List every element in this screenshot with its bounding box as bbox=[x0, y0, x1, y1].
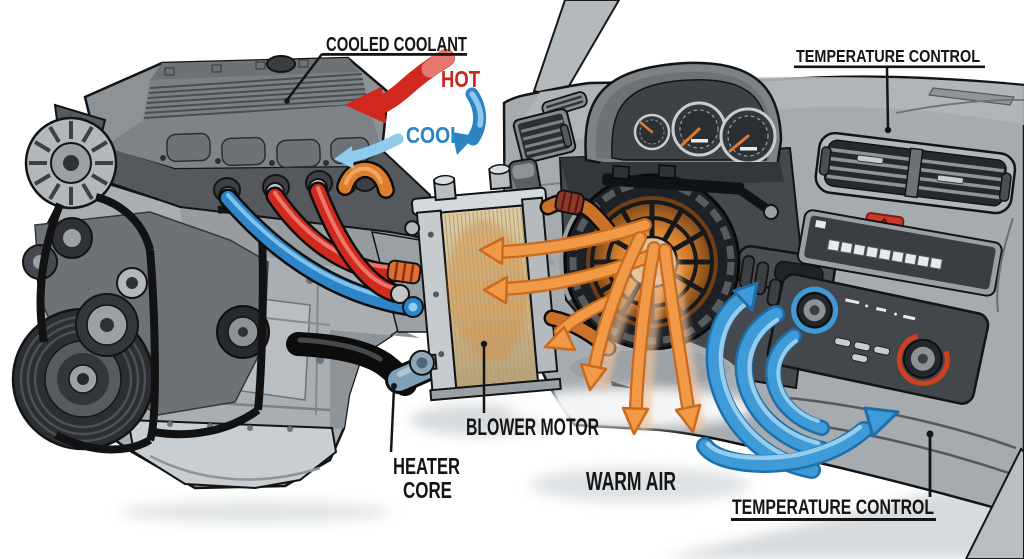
svg-text:COOLED COOLANT: COOLED COOLANT bbox=[326, 34, 467, 56]
svg-text:COOL: COOL bbox=[406, 122, 462, 148]
svg-text:CORE: CORE bbox=[403, 477, 452, 503]
svg-text:TEMPERATURE CONTROL: TEMPERATURE CONTROL bbox=[732, 496, 934, 519]
svg-text:BLOWER MOTOR: BLOWER MOTOR bbox=[466, 414, 599, 441]
svg-text:WARM AIR: WARM AIR bbox=[586, 466, 676, 496]
svg-text:TEMPERATURE CONTROL: TEMPERATURE CONTROL bbox=[796, 46, 980, 66]
svg-text:HEATER: HEATER bbox=[393, 453, 460, 479]
svg-text:HOT: HOT bbox=[441, 66, 480, 92]
